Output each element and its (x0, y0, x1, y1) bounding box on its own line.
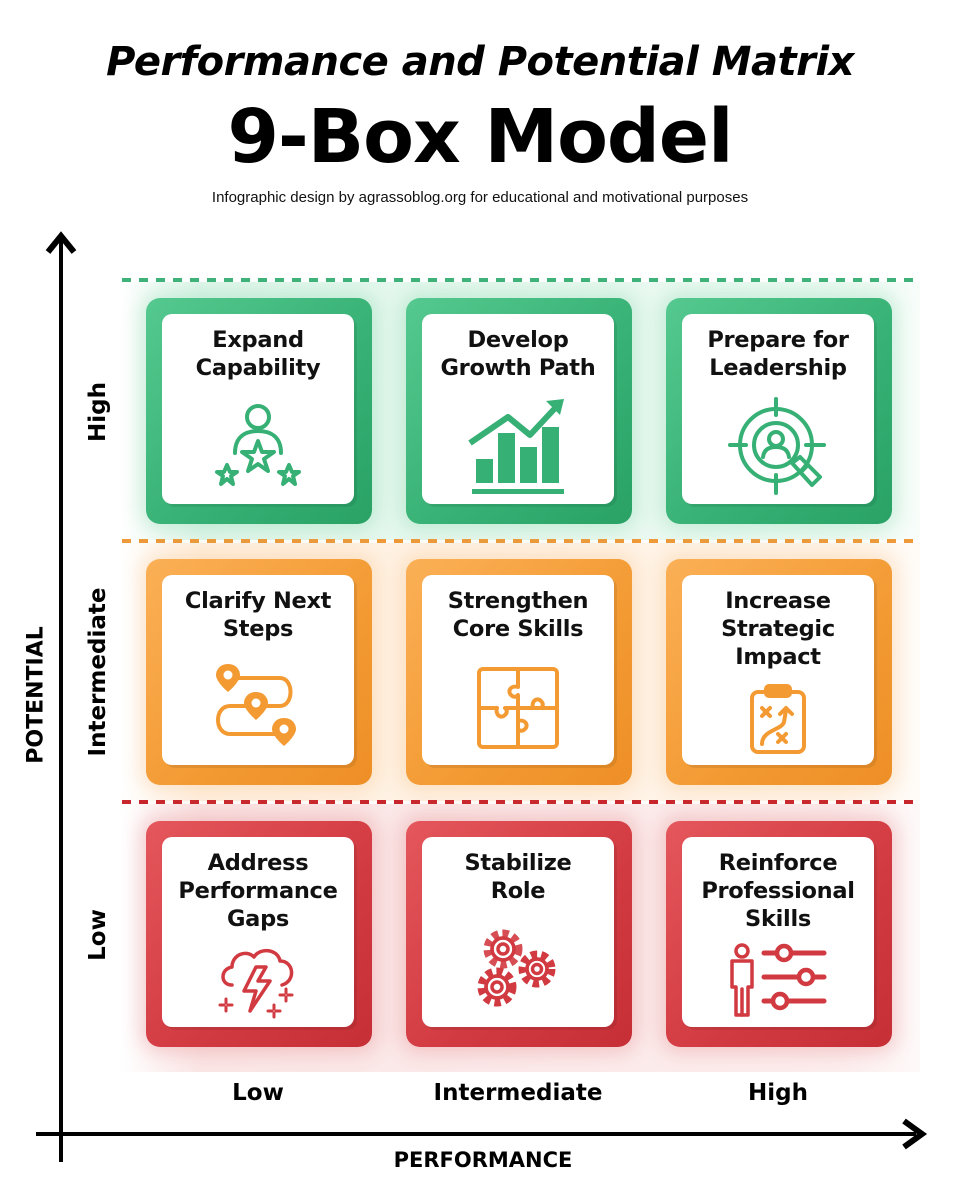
x-axis-title: PERFORMANCE (393, 1148, 573, 1172)
x-axis-line (36, 1132, 916, 1136)
header-model-name: 9-Box Model (227, 94, 734, 180)
box-title: Address Performance Gaps (178, 850, 338, 932)
box-title: Stabilize Role (464, 850, 572, 904)
header-title: Performance and Potential Matrix (106, 39, 854, 85)
box-title: Expand Capability (195, 327, 321, 381)
box-develop-growth-path: Develop Growth Path (406, 298, 632, 524)
box-stabilize-role: Stabilize Role (406, 821, 632, 1047)
gears-icon (477, 929, 556, 1007)
puzzle-icon (477, 667, 559, 749)
row-label-high: High (85, 382, 111, 442)
box-title: Increase Strategic Impact (721, 588, 835, 670)
row-label-intermediate: Intermediate (85, 587, 111, 757)
col-label-low: Low (232, 1080, 284, 1106)
divider-intermediate (122, 539, 918, 543)
divider-low (122, 800, 918, 804)
y-axis-line (59, 240, 63, 1162)
box-title: Prepare for Leadership (707, 327, 849, 381)
box-expand-capability: Expand Capability (146, 298, 372, 524)
person-sliders-icon (730, 943, 827, 1017)
box-strengthen-core-skills: Strengthen Core Skills (406, 559, 632, 785)
target-search-person-icon (728, 397, 826, 495)
growth-chart-icon (468, 399, 564, 494)
box-reinforce-professional-skills: Reinforce Professional Skills (666, 821, 892, 1047)
col-label-intermediate: Intermediate (433, 1080, 603, 1106)
x-axis-arrow-icon (902, 1118, 928, 1150)
storm-cloud-icon (218, 948, 294, 1019)
box-increase-strategic-impact: Increase Strategic Impact (666, 559, 892, 785)
box-title: Develop Growth Path (440, 327, 596, 381)
header-credit: Infographic design by agrassoblog.org fo… (211, 189, 749, 206)
y-axis-arrow-icon (45, 231, 77, 254)
row-label-low: Low (85, 909, 111, 961)
box-title: Clarify Next Steps (184, 588, 332, 642)
strategy-clipboard-icon (750, 684, 806, 754)
box-title: Reinforce Professional Skills (701, 850, 855, 932)
box-prepare-for-leadership: Prepare for Leadership (666, 298, 892, 524)
y-axis-title: POTENTIAL (23, 626, 49, 764)
divider-high (122, 278, 918, 282)
box-title: Strengthen Core Skills (447, 588, 589, 642)
box-clarify-next-steps: Clarify Next Steps (146, 559, 372, 785)
route-pins-icon (216, 664, 296, 746)
person-stars-icon (215, 404, 301, 486)
box-address-performance-gaps: Address Performance Gaps (146, 821, 372, 1047)
col-label-high: High (748, 1080, 808, 1106)
